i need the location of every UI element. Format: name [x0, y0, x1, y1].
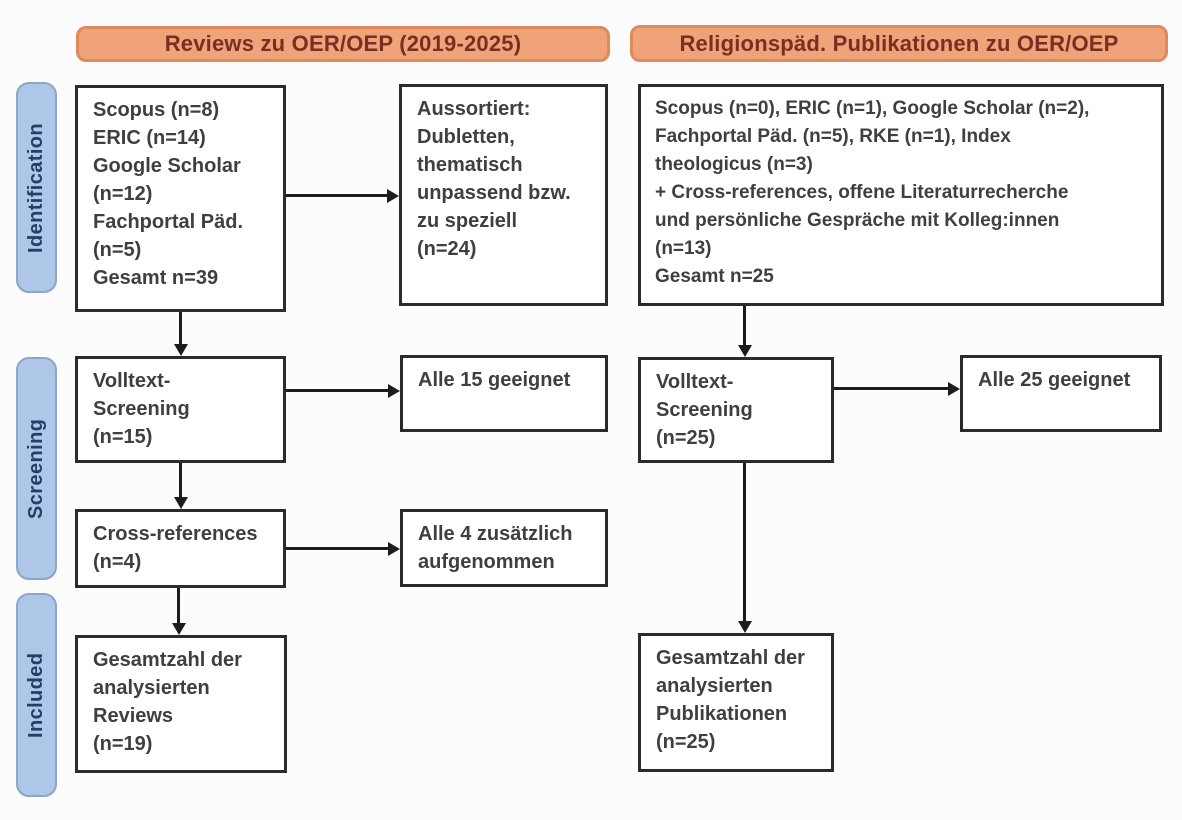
box-left-excluded: Aussortiert: Dubletten, thematisch unpas… — [399, 84, 608, 306]
column-header-religionspaed-publikationen: Religionspäd. Publikationen zu OER/OEP — [630, 25, 1168, 62]
box-right-identification-sources: Scopus (n=0), ERIC (n=1), Google Scholar… — [638, 84, 1164, 306]
box-right-fulltext-result: Alle 25 geeignet — [960, 355, 1162, 432]
box-left-cross-references: Cross-references (n=4) — [75, 509, 286, 588]
box-left-fulltext-screening: Volltext- Screening (n=15) — [75, 356, 286, 463]
arrow-fulltext-to-result-right — [834, 387, 948, 390]
box-left-cross-references-result: Alle 4 zusätzlich aufgenommen — [400, 509, 608, 587]
arrow-sources-to-fulltext-right — [743, 306, 746, 345]
arrow-crossref-to-result — [286, 547, 388, 550]
arrow-sources-to-excluded — [286, 194, 387, 197]
box-left-included-total: Gesamtzahl der analysierten Reviews (n=1… — [75, 635, 287, 773]
arrow-fulltext-to-result-left — [286, 389, 388, 392]
stage-label-included: Included — [16, 593, 57, 797]
stage-label-screening: Screening — [16, 357, 57, 580]
arrow-fulltext-to-crossref — [179, 463, 182, 497]
arrow-fulltext-to-included-right — [743, 463, 746, 621]
arrow-sources-to-fulltext-left — [179, 312, 182, 344]
column-header-reviews: Reviews zu OER/OEP (2019-2025) — [76, 26, 610, 62]
arrow-crossref-to-included-left — [177, 588, 180, 623]
box-right-included-total: Gesamtzahl der analysierten Publikatione… — [638, 633, 834, 772]
box-left-fulltext-result: Alle 15 geeignet — [400, 355, 608, 432]
box-left-identification-sources: Scopus (n=8) ERIC (n=14) Google Scholar … — [75, 85, 286, 312]
box-right-fulltext-screening: Volltext- Screening (n=25) — [638, 357, 834, 463]
stage-label-identification: Identification — [16, 82, 57, 293]
